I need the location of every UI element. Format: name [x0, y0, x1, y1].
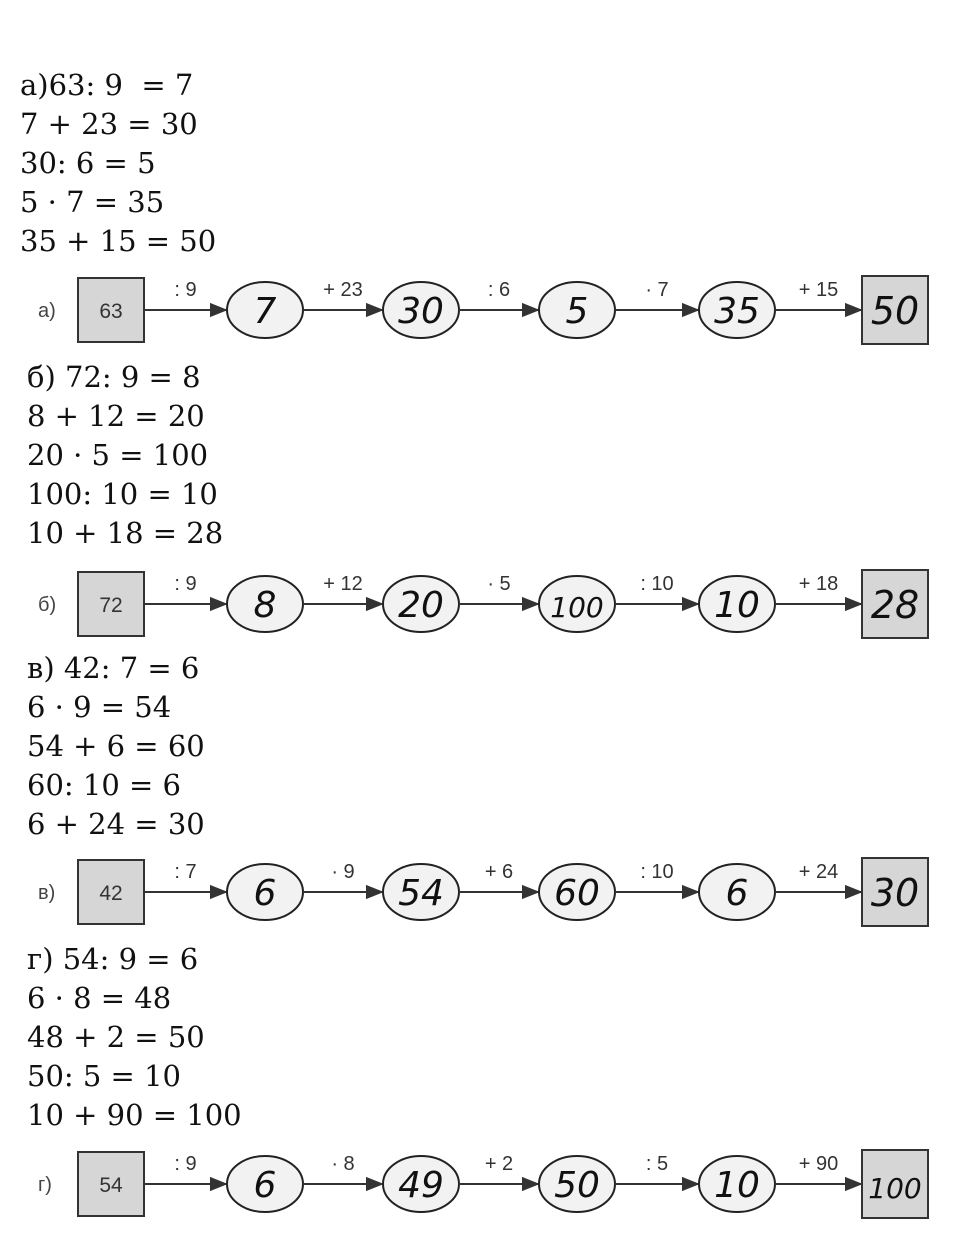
handwritten-result: 8	[254, 585, 277, 626]
equation-line: 100: 10 = 10	[27, 477, 218, 511]
operation-label: : 6	[488, 279, 510, 301]
start-value: 63	[99, 300, 122, 323]
handwritten-result: 100	[550, 591, 603, 624]
solution-lines-a: а)63: 9 = 7 7 + 23 = 30 30: 6 = 5 5 · 7 …	[20, 66, 216, 261]
chain-svg: а) 63 : 9 7 + 23 30 : 6 5 · 7 35 + 15 50	[38, 275, 929, 345]
handwritten-final-result: 50	[871, 289, 919, 333]
equation-line: 48 + 2 = 50	[27, 1020, 205, 1054]
start-box	[77, 571, 145, 637]
operation-label: + 2	[485, 1153, 513, 1175]
operation-label: : 9	[174, 573, 196, 595]
chain-svg: в) 42 : 7 6 · 9 54 + 6 60 : 10 6 + 24 30	[38, 857, 929, 927]
handwritten-final-result: 30	[871, 871, 919, 915]
equation-line: 7 + 23 = 30	[20, 107, 198, 141]
chain-svg: г) 54 : 9 6 · 8 49 + 2 50 : 5 10 + 90 100	[38, 1149, 929, 1219]
handwritten-result: 10	[714, 1165, 760, 1206]
operation-label: : 9	[174, 1153, 196, 1175]
operation-label: : 7	[174, 861, 196, 883]
operation-label: + 6	[485, 861, 513, 883]
operation-label: · 7	[645, 279, 668, 301]
chain-letter: б)	[38, 594, 56, 616]
equation-line: г) 54: 9 = 6	[27, 942, 199, 976]
equation-line: 6 + 24 = 30	[27, 807, 205, 841]
equation-line: 5 · 7 = 35	[20, 185, 165, 219]
equation-line: 10 + 90 = 100	[27, 1098, 242, 1132]
start-box	[77, 859, 145, 925]
equation-line: 60: 10 = 6	[27, 768, 181, 802]
handwritten-final-result: 100	[868, 1172, 921, 1205]
handwritten-result: 35	[714, 291, 760, 332]
start-box	[77, 277, 145, 343]
equation-line: 20 · 5 = 100	[27, 438, 209, 472]
handwritten-result: 20	[398, 585, 444, 626]
handwritten-final-result: 28	[871, 583, 919, 627]
operation-label: : 10	[640, 861, 673, 883]
handwritten-result: 54	[398, 873, 444, 914]
operation-label: + 15	[799, 279, 838, 301]
start-value: 54	[99, 1174, 123, 1197]
chain-letter: г)	[38, 1174, 52, 1196]
operation-label: : 9	[174, 279, 196, 301]
handwritten-result: 49	[398, 1165, 444, 1206]
operation-chain-v: в) 42 : 7 6 · 9 54 + 6 60 : 10 6 + 24 30	[0, 850, 960, 940]
equation-line: 54 + 6 = 60	[27, 729, 205, 763]
start-value: 72	[99, 594, 122, 617]
final-box	[861, 857, 929, 927]
operation-label: : 10	[640, 573, 673, 595]
handwritten-result: 50	[554, 1165, 600, 1206]
chain-letter: в)	[38, 882, 55, 904]
handwritten-result: 10	[714, 585, 760, 626]
operation-label: + 12	[323, 573, 362, 595]
handwritten-result: 60	[554, 873, 600, 914]
operation-chain-a: а) 63 : 9 7 + 23 30 : 6 5 · 7 35 + 15 50	[0, 268, 960, 358]
handwritten-result: 6	[726, 873, 749, 914]
start-value: 42	[99, 882, 122, 905]
handwritten-result: 7	[254, 291, 277, 332]
equation-line: 8 + 12 = 20	[27, 399, 205, 433]
equation-line: 50: 5 = 10	[27, 1059, 181, 1093]
operation-chain-g: г) 54 : 9 6 · 8 49 + 2 50 : 5 10 + 90 100	[0, 1142, 960, 1232]
operation-label: · 5	[487, 573, 510, 595]
operation-label: + 90	[799, 1153, 838, 1175]
final-box	[861, 1149, 929, 1219]
equation-line: 10 + 18 = 28	[27, 516, 224, 550]
handwritten-result: 6	[254, 1165, 277, 1206]
equation-line: 6 · 8 = 48	[27, 981, 172, 1015]
operation-label: · 9	[331, 861, 354, 883]
equation-line: 35 + 15 = 50	[20, 224, 217, 258]
start-box	[77, 1151, 145, 1217]
equation-line: в) 42: 7 = 6	[27, 651, 200, 685]
operation-label: + 23	[323, 279, 362, 301]
handwritten-result: 6	[254, 873, 277, 914]
handwritten-result: 30	[398, 291, 444, 332]
handwritten-result: 5	[566, 291, 589, 332]
chain-svg: б) 72 : 9 8 + 12 20 · 5 100 : 10 10 + 18 28	[38, 569, 929, 639]
solution-lines-b: б) 72: 9 = 8 8 + 12 = 20 20 · 5 = 100 10…	[27, 358, 223, 553]
solution-lines-v: в) 42: 7 = 6 6 · 9 = 54 54 + 6 = 60 60: …	[27, 649, 205, 844]
equation-line: 30: 6 = 5	[20, 146, 156, 180]
equation-line: а)63: 9 = 7	[20, 68, 194, 102]
chain-letter: а)	[38, 300, 56, 322]
operation-label: + 18	[799, 573, 838, 595]
operation-label: · 8	[331, 1153, 354, 1175]
operation-label: + 24	[799, 861, 838, 883]
solution-lines-g: г) 54: 9 = 6 6 · 8 = 48 48 + 2 = 50 50: …	[27, 940, 242, 1135]
final-box	[861, 569, 929, 639]
final-box	[861, 275, 929, 345]
operation-label: : 5	[646, 1153, 668, 1175]
operation-chain-b: б) 72 : 9 8 + 12 20 · 5 100 : 10 10 + 18 28	[0, 562, 960, 652]
equation-line: б) 72: 9 = 8	[27, 360, 201, 394]
equation-line: 6 · 9 = 54	[27, 690, 172, 724]
